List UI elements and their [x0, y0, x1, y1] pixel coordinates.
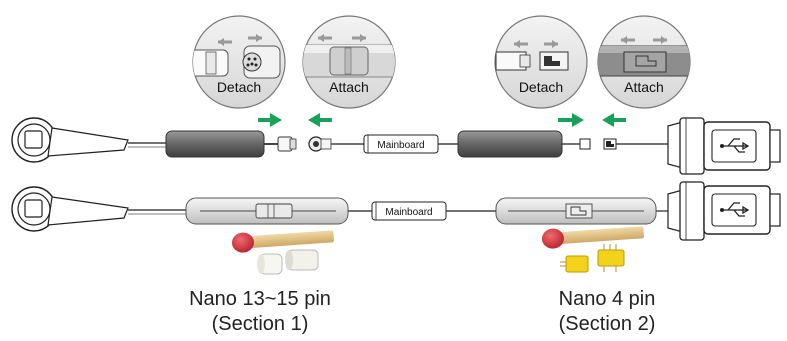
top-usb-icon — [667, 117, 781, 175]
top-mainboard-label: Mainboard — [377, 140, 424, 151]
section1-caption: Nano 13~15 pin (Section 1) — [150, 287, 370, 337]
nano13-detach-arrow-icon — [258, 113, 332, 127]
nano13-detach-label: Detach — [217, 79, 261, 95]
nano13-detach-callout: Detach — [192, 15, 286, 109]
nano4-matchstick-icon — [541, 226, 645, 249]
button-icon — [11, 117, 57, 163]
bottom-mainboard-label: Mainboard — [385, 207, 432, 218]
section2-caption: Nano 4 pin (Section 2) — [497, 287, 717, 337]
nano4-detach-callout: Detach — [494, 15, 588, 109]
attached-cable-assembly: Mainboard — [11, 181, 781, 241]
nano13-attach-label: Attach — [329, 79, 369, 95]
section2-title: Nano 4 pin — [558, 288, 656, 310]
nano4-size-reference — [541, 226, 645, 273]
nano13-attach-callout: Attach — [302, 15, 396, 109]
nano13-connector-photo — [257, 249, 319, 275]
nano4-attach-label: Attach — [624, 79, 664, 95]
matchstick-icon — [231, 230, 335, 253]
nano4-detach-label: Detach — [519, 79, 563, 95]
detached-cable-assembly: Mainboard — [11, 113, 781, 175]
nano4-connector-photo — [560, 244, 625, 273]
nano4-attach-callout: Attach — [597, 15, 691, 109]
nano4-detach-arrow-icon — [558, 113, 626, 127]
bottom-usb-icon — [667, 181, 781, 241]
bottom-button-icon — [11, 186, 57, 232]
nano13-size-reference — [231, 230, 335, 275]
section1-title: Nano 13~15 pin — [189, 288, 331, 310]
section2-subtitle: (Section 2) — [558, 313, 656, 335]
section1-subtitle: (Section 1) — [211, 313, 309, 335]
